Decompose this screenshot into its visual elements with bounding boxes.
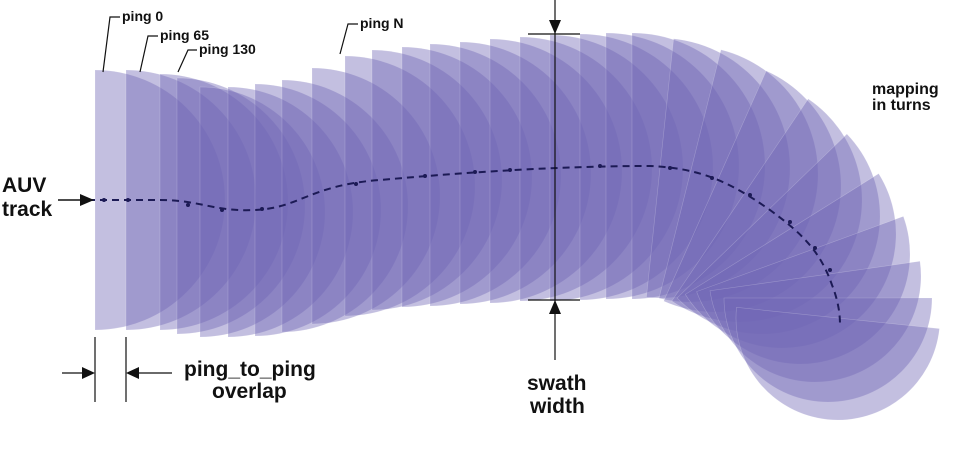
overlap-dimension <box>62 337 172 402</box>
auv-track-line <box>88 164 841 327</box>
ping-swath <box>125 69 257 331</box>
ping-swath <box>663 70 842 313</box>
ping-swath <box>159 73 289 331</box>
ping-swath <box>94 69 226 331</box>
ping-swath <box>723 297 933 403</box>
ping-swath <box>176 77 306 335</box>
ping-130-label: ping 130 <box>199 41 256 57</box>
ping-swath <box>519 36 653 302</box>
ping-swath <box>344 55 476 317</box>
swath-width-dimension <box>528 0 580 360</box>
ping-swath <box>227 86 354 338</box>
ping-swath <box>371 49 503 311</box>
mapping-label-line2: in turns <box>872 97 931 114</box>
auv-label-line2: track <box>2 198 53 221</box>
ping-swath <box>311 67 441 325</box>
ping-tick-marks <box>102 164 832 272</box>
ping-130-label-group: ping 130 <box>177 41 256 73</box>
ping-swath <box>709 260 922 383</box>
ping-swath <box>401 46 533 308</box>
ping-swath <box>631 32 766 300</box>
auv-label-line1: AUV <box>2 174 46 197</box>
ping-n-label: ping N <box>360 15 404 31</box>
sonar-ping-swaths <box>94 32 940 421</box>
ping-swath <box>684 173 897 349</box>
ping-swath <box>199 86 326 338</box>
overlap-label-line1: ping_to_ping <box>184 358 316 381</box>
ping-swath <box>254 83 382 337</box>
ping-n-label-group: ping N <box>339 15 404 55</box>
ping-0-label-group: ping 0 <box>102 8 163 73</box>
ping-0-label: ping 0 <box>122 8 163 24</box>
ping-65-label: ping 65 <box>160 27 209 43</box>
ping-65-label-group: ping 65 <box>139 27 209 73</box>
ping-swath <box>735 307 940 421</box>
auv-track-arrow <box>58 194 94 206</box>
ping-swath <box>579 33 714 301</box>
swath-label-line2: width <box>529 395 585 418</box>
ping-swath <box>671 98 863 323</box>
ping-swath <box>646 38 791 299</box>
ping-swath <box>605 32 740 300</box>
ping-swath <box>489 38 623 304</box>
mapping-label-line1: mapping <box>872 81 939 98</box>
ping-swath <box>676 133 881 335</box>
ping-swath <box>281 79 409 333</box>
ping-swath <box>696 215 911 365</box>
overlap-label-line2: overlap <box>212 380 287 403</box>
ping-swath <box>658 49 819 303</box>
ping-swath <box>549 34 684 302</box>
swath-label-line1: swath <box>527 372 587 395</box>
ping-swath <box>459 41 592 305</box>
ping-swath <box>429 43 562 307</box>
